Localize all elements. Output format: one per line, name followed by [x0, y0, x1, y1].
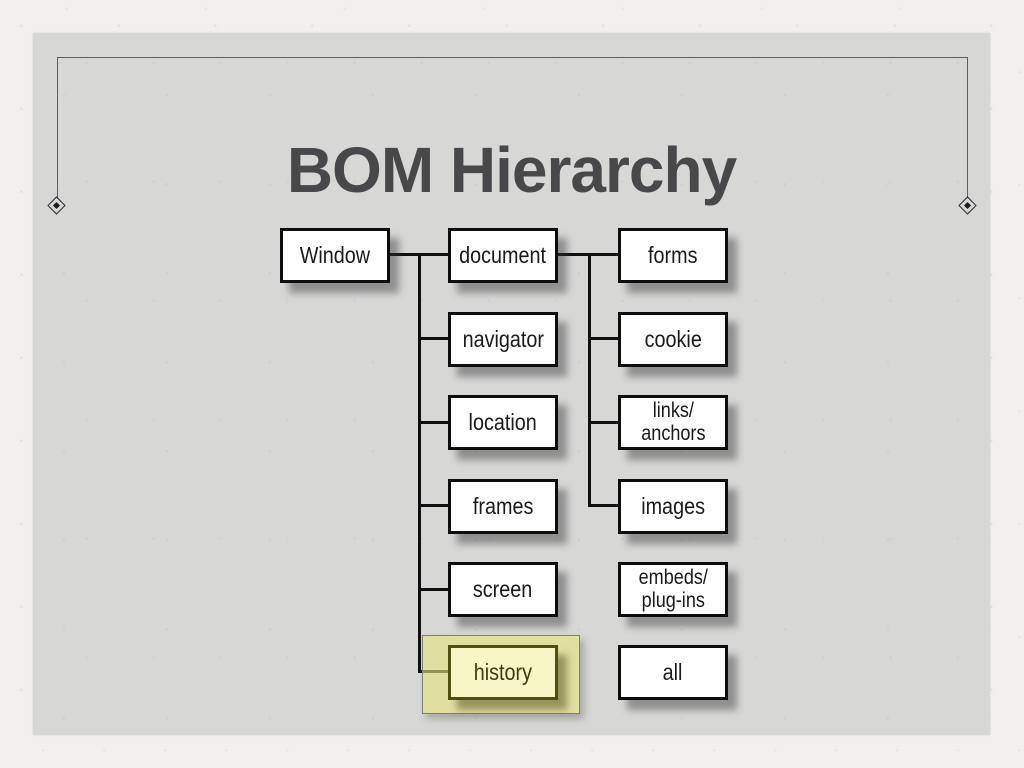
- node-embeds-plugins: embeds/ plug-ins: [618, 562, 728, 617]
- tree-line-links: [590, 421, 618, 424]
- node-label: embeds/ plug-ins: [638, 565, 708, 612]
- node-forms: forms: [618, 228, 728, 283]
- node-label: Window: [299, 242, 371, 269]
- slide-canvas: BOM Hierarchy: [33, 33, 990, 735]
- node-screen: screen: [448, 562, 558, 617]
- tree-line-frames: [420, 504, 448, 507]
- tree-line-location: [420, 421, 448, 424]
- node-label: location: [468, 409, 538, 436]
- node-label: all: [663, 659, 683, 686]
- node-location: location: [448, 395, 558, 450]
- node-cookie: cookie: [618, 312, 728, 367]
- node-links-anchors: links/ anchors: [618, 395, 728, 450]
- tree-line-navigator: [420, 337, 448, 340]
- node-label: navigator: [462, 326, 544, 353]
- tree-line-window-trunk: [418, 253, 421, 673]
- node-label: frames: [472, 493, 534, 520]
- node-label: history: [473, 659, 533, 686]
- node-label: screen: [473, 576, 533, 603]
- node-frames: frames: [448, 479, 558, 534]
- node-label: links/ anchors: [640, 398, 706, 445]
- node-history-highlighted: history: [448, 645, 558, 700]
- tree-line-images: [590, 504, 618, 507]
- node-document: document: [448, 228, 558, 283]
- node-navigator: navigator: [448, 312, 558, 367]
- node-label: cookie: [644, 326, 702, 353]
- decorative-frame: [57, 57, 968, 198]
- node-label: forms: [648, 242, 698, 269]
- node-label: document: [459, 242, 547, 269]
- tree-line-document-trunk: [588, 253, 591, 507]
- slide-title: BOM Hierarchy: [286, 134, 737, 206]
- node-all: all: [618, 645, 728, 700]
- node-window: Window: [280, 228, 390, 283]
- tree-line-cookie: [590, 337, 618, 340]
- node-images: images: [618, 479, 728, 534]
- node-label: images: [641, 493, 705, 520]
- tree-line-screen: [420, 588, 448, 591]
